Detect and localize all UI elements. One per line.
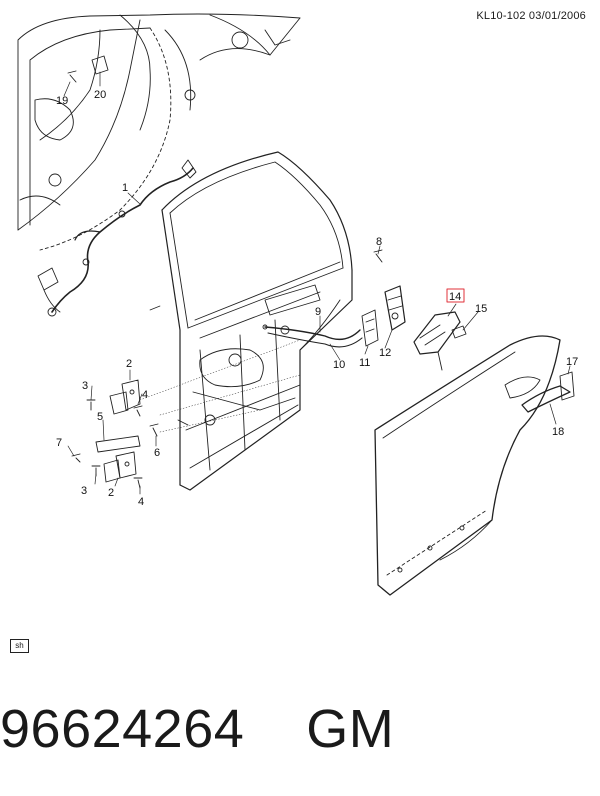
callout-15: 15 <box>475 303 487 315</box>
highlight-box-14 <box>446 288 465 303</box>
callout-3: 3 <box>81 485 87 497</box>
callout-4: 4 <box>138 496 144 508</box>
outer-door-panel <box>374 335 561 596</box>
callout-1: 1 <box>122 182 128 194</box>
callout-7: 7 <box>56 437 62 449</box>
callout-6: 6 <box>154 447 160 459</box>
callout-2: 2 <box>108 487 114 499</box>
wiring-harness <box>37 159 197 317</box>
rear-door-frame <box>161 151 353 491</box>
callout-14: 14 <box>449 291 461 303</box>
vehicle-body-panel <box>17 13 301 251</box>
callout-leader-lines <box>63 71 571 495</box>
outside-door-handle <box>521 371 575 413</box>
callout-10: 10 <box>333 359 345 371</box>
callout-20: 20 <box>94 89 106 101</box>
rear-door-exploded-diagram: 1 2 2 3 3 4 4 5 6 7 8 9 10 11 12 14 15 1… <box>17 13 578 596</box>
callout-18: 18 <box>552 426 564 438</box>
outside-handle-bracket <box>413 311 467 371</box>
part-number: 96624264 GM <box>0 699 395 759</box>
callout-5: 5 <box>97 411 103 423</box>
door-hinges <box>95 379 141 483</box>
callout-11: 11 <box>359 357 370 369</box>
callout-3: 3 <box>82 380 88 392</box>
door-lock-rods <box>262 324 363 348</box>
callout-4: 4 <box>142 389 148 401</box>
callout-19: 19 <box>56 95 68 107</box>
door-latch-assembly <box>361 285 406 347</box>
callout-8: 8 <box>376 236 382 248</box>
reference-lines <box>139 339 301 433</box>
callout-9: 9 <box>315 306 321 318</box>
callout-2: 2 <box>126 358 132 370</box>
sh-badge: sh <box>10 639 29 653</box>
diagram-reference-code: KL10-102 03/01/2006 <box>476 10 586 22</box>
callout-17: 17 <box>566 356 578 368</box>
callout-12: 12 <box>379 347 391 359</box>
